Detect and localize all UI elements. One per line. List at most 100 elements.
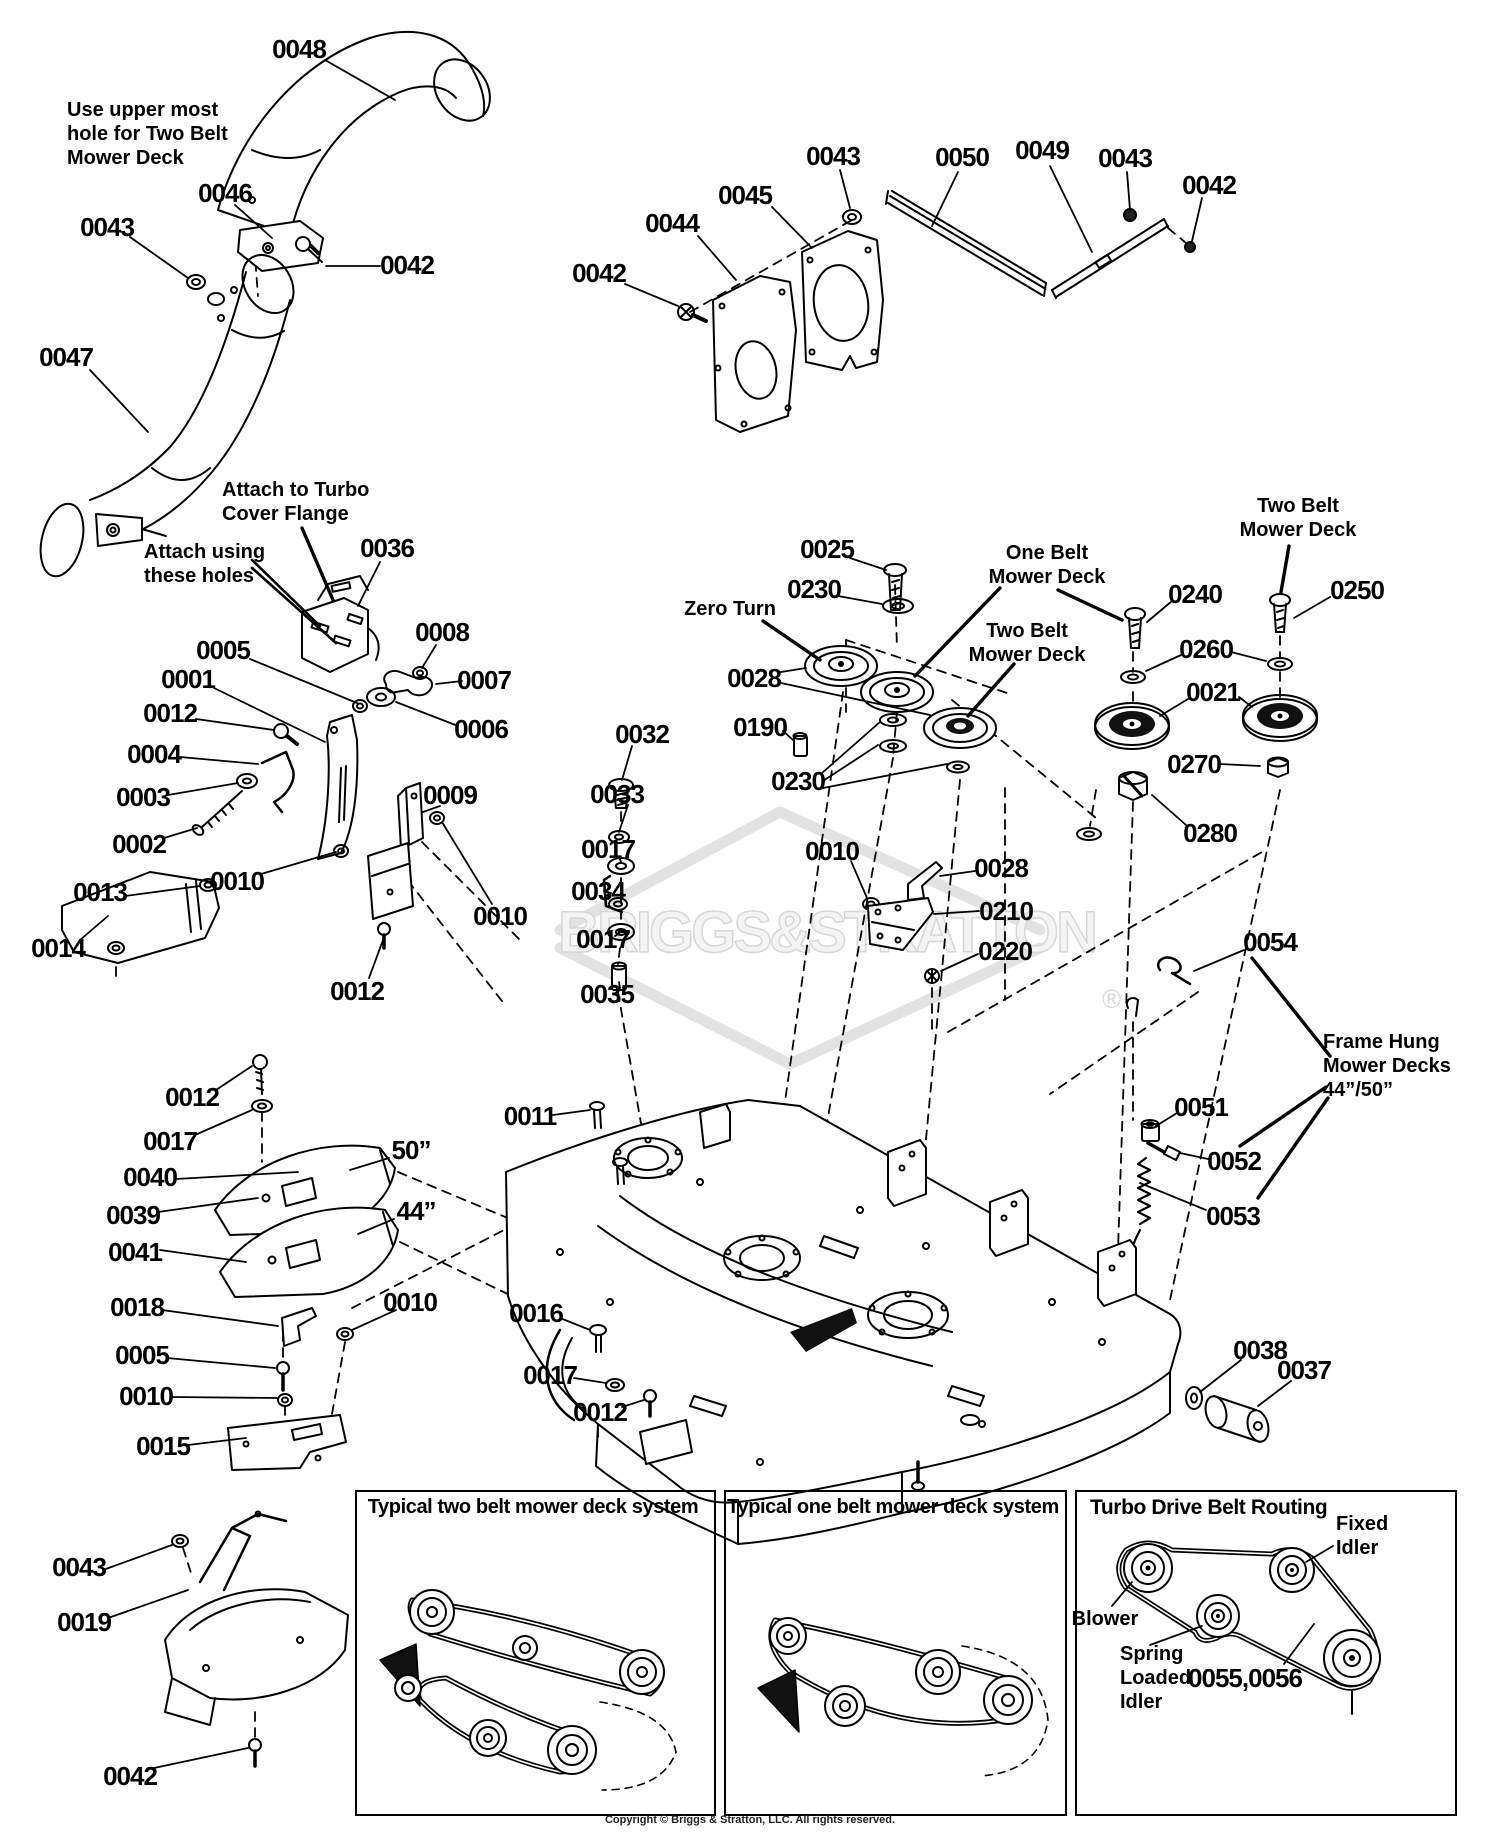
callout-0055-0056: 0055,0056 [1188,1663,1303,1693]
callout-0012: 0012 [143,698,198,728]
inset-box-two-belt [355,1490,716,1816]
callout-0035: 0035 [580,979,635,1009]
spacer-icon [792,732,808,757]
callout-zero-turn: Zero Turn [684,598,776,620]
callout-0008: 0008 [415,617,470,647]
pulley-icon [983,1675,1033,1725]
roller-0037 [1185,1386,1270,1443]
briggs-watermark: BRIGGS&STRATTON ® [554,806,1121,1070]
inset-title-turbo: Turbo Drive Belt Routing [1090,1496,1328,1519]
callout-0240: 0240 [1168,579,1223,609]
nut-icon [107,941,125,955]
nut-icon [352,699,368,713]
callout-50: 50” [391,1135,432,1165]
nut-icon [429,811,445,825]
inset-turbo-diagram [1116,1540,1381,1715]
screw-icon [643,1389,657,1418]
inset-two-belt-diagram [379,1589,677,1791]
nut-icon [199,878,217,892]
pulley-icon [469,1719,507,1757]
callout-0210: 0210 [979,896,1034,926]
pulley-icon [915,1649,961,1695]
callout-two-belt: Two Belt Mower Deck [968,620,1086,666]
screw-icon [191,790,243,836]
callout-0043: 0043 [52,1552,107,1582]
callout-blower: Blower [1071,1608,1139,1630]
callout-0013: 0013 [73,877,128,907]
callout-spring: Spring Loaded Idler [1120,1643,1192,1713]
baffle-plates [677,209,884,433]
screw-icon [252,1054,268,1095]
mower-deck [505,1099,1182,1545]
pulley-icon [860,671,934,713]
callout-0005: 0005 [196,635,251,665]
callout-0044: 0044 [645,208,700,238]
leader-lines [79,59,1334,1769]
bolt-icon [608,778,634,809]
nut-icon [186,274,206,290]
callout-0028: 0028 [727,663,782,693]
nut-icon [924,968,940,984]
callout-0250: 0250 [1330,575,1385,605]
callout-0033: 0033 [590,779,645,809]
callout-0010: 0010 [805,836,860,866]
pulley-icon [804,645,878,687]
callout-attach-to-turbo: Attach to Turbo Cover Flange [222,479,370,525]
callout-0014: 0014 [31,933,86,963]
callout-0050: 0050 [935,142,990,172]
pulley-icon [923,707,997,749]
pulley-icon [619,1649,665,1695]
nut-icon [336,1327,354,1341]
wing-bracket-icon [366,670,434,707]
callout-0043: 0043 [80,212,135,242]
callout-0012: 0012 [165,1082,220,1112]
callout-0230: 0230 [771,766,826,796]
callout-0007: 0007 [457,665,512,695]
copyright-footer: Copyright © Briggs & Stratton, LLC. All … [604,1814,896,1826]
pulley-icon [824,1685,866,1727]
callout-frame-hung: Frame Hung Mower Decks 44”/50” [1323,1031,1451,1101]
blade-bracket-cluster [862,861,943,984]
spindle-hole [613,1136,683,1179]
cotter-pin-icon [1157,956,1192,986]
bolt-icon [612,1157,628,1185]
spacer-icon [611,961,627,991]
callout-fixed: Fixed Idler [1336,1513,1389,1559]
deck-bracket [887,1139,927,1207]
callout-0016: 0016 [509,1298,564,1328]
deflector-0014 [61,871,220,964]
nut-icon [171,1534,189,1548]
callout-0034: 0034 [571,876,626,906]
callout-0230: 0230 [787,574,842,604]
callout-0043: 0043 [1098,143,1153,173]
callout-0039: 0039 [106,1200,161,1230]
deck-bracket [989,1189,1029,1257]
callout-0010: 0010 [119,1381,174,1411]
callout-44: 44” [396,1196,437,1226]
callout-attach-using: Attach using these holes [144,541,266,587]
callout-0220: 0220 [978,936,1033,966]
pulley-icon [769,1617,807,1655]
callout-0005: 0005 [115,1340,170,1370]
screw-icon [377,922,391,950]
callout-0036: 0036 [360,533,415,563]
callout-0018: 0018 [110,1292,165,1322]
callout-0190: 0190 [733,712,788,742]
callout-0045: 0045 [718,180,773,210]
support-bracket-0001 [191,714,445,950]
callout-0010: 0010 [383,1287,438,1317]
bolt-icon [883,563,907,611]
callout-0017: 0017 [576,924,631,954]
callout-0019: 0019 [57,1607,112,1637]
callout-0040: 0040 [123,1162,178,1192]
callout-0270: 0270 [1167,749,1222,779]
inset-box-one-belt [724,1490,1067,1816]
callout-0280: 0280 [1183,818,1238,848]
screw-icon [295,236,323,263]
callout-0017: 0017 [581,834,636,864]
spring-icon [1136,1156,1152,1226]
inset-title-two-belt: Typical two belt mower deck system [367,1496,699,1518]
